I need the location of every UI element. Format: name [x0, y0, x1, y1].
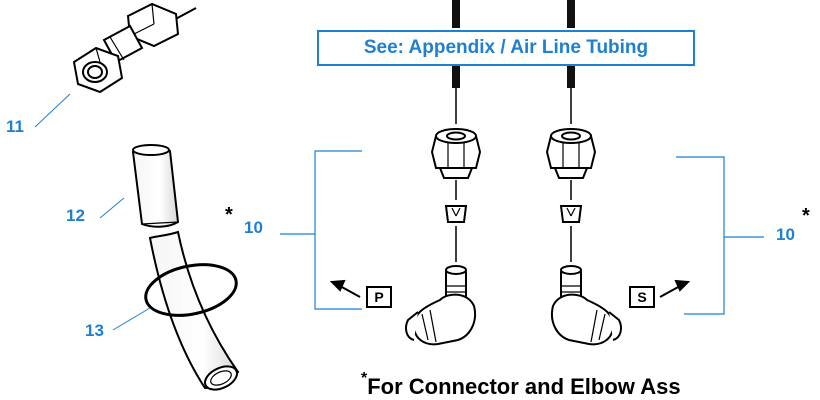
air-line-left: [452, 0, 460, 124]
see-appendix-text: See: Appendix / Air Line Tubing: [363, 37, 649, 58]
tag-s: S: [629, 286, 655, 308]
callout-12: 12: [66, 206, 85, 225]
bracket-right: [676, 156, 764, 315]
footnote-text: For Connector and Elbow Ass: [367, 374, 681, 399]
arrow-p: [329, 279, 361, 298]
parts-diagram: [34, 0, 764, 391]
ferrule-right: [559, 205, 583, 223]
asterisk-left: *: [225, 204, 233, 226]
leader-11: [34, 93, 71, 128]
leader-13: [112, 307, 151, 331]
union-fitting-11: [72, 2, 197, 94]
elbow-fitting-left: [405, 265, 476, 346]
air-line-right: [567, 0, 575, 124]
callout-10-left: 10: [244, 218, 263, 237]
arrow-s: [659, 279, 691, 298]
o-ring: [144, 263, 238, 317]
footnote-asterisk: *: [361, 370, 368, 387]
tube-12: [131, 144, 180, 228]
asterisk-right: *: [802, 205, 810, 227]
footnote: *For Connector and Elbow Ass: [361, 370, 681, 400]
see-appendix-banner: See: Appendix / Air Line Tubing: [317, 30, 695, 66]
bracket-left: [280, 150, 362, 310]
tube-13: [148, 230, 240, 391]
ferrule-left: [444, 205, 468, 223]
leader-12: [99, 197, 125, 219]
callout-10-right: 10: [776, 225, 795, 244]
compression-nut-right: [545, 128, 597, 179]
tag-p: P: [366, 286, 392, 308]
callout-11: 11: [6, 117, 24, 136]
compression-nut-left: [430, 128, 482, 179]
elbow-fitting-right: [551, 265, 622, 346]
callout-13: 13: [85, 321, 104, 340]
